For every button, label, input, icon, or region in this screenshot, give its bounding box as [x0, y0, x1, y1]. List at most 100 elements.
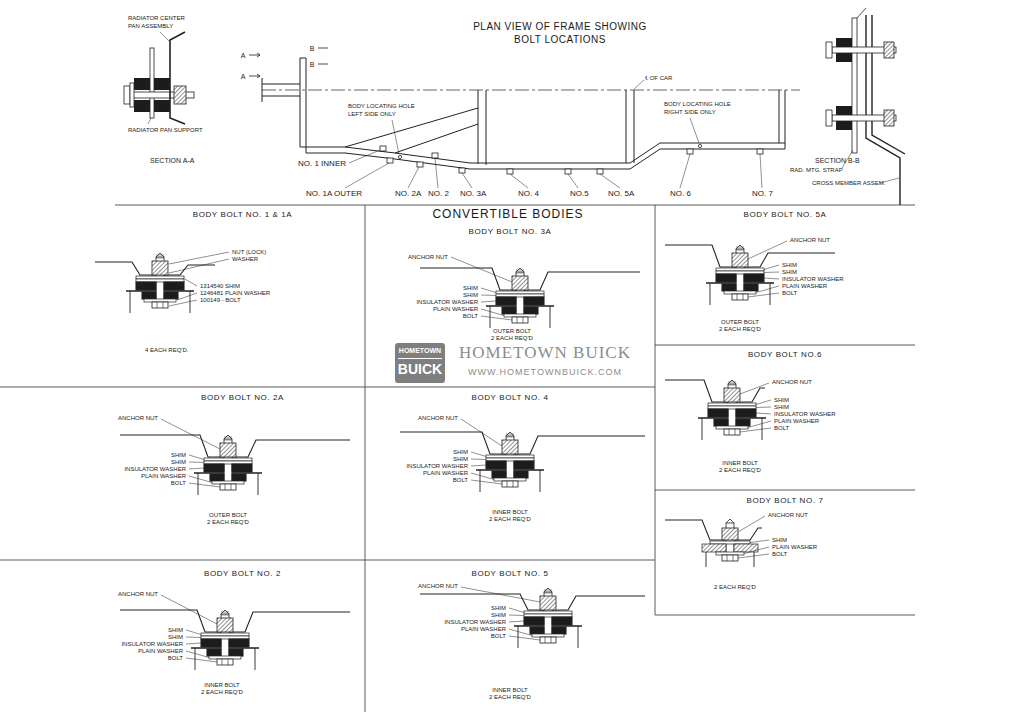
- part-label: INNER BOLT: [492, 686, 528, 694]
- frame-plan: [306, 58, 785, 169]
- frame-plan: [698, 144, 701, 147]
- bolt-sections: [120, 610, 350, 632]
- frame-plan: [417, 162, 423, 167]
- part-label: WASHER: [232, 255, 258, 263]
- section-b-b: [826, 8, 905, 205]
- section-a-a: [150, 48, 154, 118]
- bolt-sections: [748, 265, 779, 297]
- part-label: RADIATOR CENTER PAN ASSEMBLY: [128, 14, 192, 30]
- part-label: OUTER BOLT: [721, 318, 759, 326]
- section-b-b: [842, 150, 899, 183]
- part-label: INSULATOR WASHER: [406, 462, 468, 470]
- section-a-a: [130, 83, 134, 107]
- bolt-sections: [471, 452, 502, 484]
- section-a-a: [154, 78, 170, 90]
- section-label: B: [310, 60, 315, 69]
- panel-heading: BODY BOLT NO. 2A: [120, 393, 365, 403]
- bolt-sections: [514, 588, 582, 648]
- frame-plan: [398, 155, 401, 158]
- diagram-title: PLAN VIEW OF FRAME SHOWING BOLT LOCATION…: [465, 20, 655, 46]
- bolt-sections: [665, 520, 762, 540]
- group-heading: CONVERTIBLE BODIES: [432, 207, 583, 221]
- bolt-sections: [126, 253, 194, 313]
- part-label: SHIM: [774, 396, 789, 404]
- frame-plan: [507, 169, 513, 174]
- bolt-sections: [451, 257, 512, 282]
- bolt-location-label: NO. 7: [752, 189, 773, 199]
- bolt-sections: [481, 288, 512, 320]
- bolt-sections: [420, 594, 645, 610]
- watermark-text: HOMETOWN: [399, 347, 441, 355]
- section-a-a: [148, 32, 170, 124]
- section-b-b: [836, 53, 852, 62]
- frame-plan: [459, 168, 465, 173]
- frame-plan: [779, 90, 785, 149]
- part-label: BOLT: [453, 476, 468, 484]
- bolt-sections: [476, 432, 544, 492]
- part-label: 2 EACH REQ'D: [489, 515, 531, 523]
- panel-grid: [0, 205, 915, 712]
- part-label: 2 EACH REQ'D: [491, 334, 533, 342]
- panel-heading: BODY BOLT NO. 5A: [655, 210, 915, 220]
- part-label: PLAIN WASHER: [138, 647, 183, 655]
- bolt-sections: [509, 608, 540, 640]
- bolt-sections: [748, 241, 787, 259]
- bolt-sections: [420, 268, 640, 290]
- part-label: ANCHOR NUT: [768, 511, 808, 519]
- panel-heading: BODY BOLT NO. 7: [655, 496, 915, 506]
- part-label: 2 EACH REQ'D: [714, 583, 756, 591]
- section-b-b: [836, 121, 852, 130]
- part-label: SHIM: [171, 451, 186, 459]
- bolt-sections: [665, 245, 835, 267]
- section-b-b: [857, 8, 866, 18]
- bolt-location-label: NO. 2: [428, 189, 449, 199]
- section-b-b: [884, 110, 894, 126]
- frame-plan: [432, 153, 438, 158]
- part-label: BODY LOCATING HOLE RIGHT SIDE ONLY: [664, 100, 736, 116]
- part-label: SHIM: [782, 268, 797, 276]
- section-a-a: [134, 78, 150, 90]
- part-label: 2 EACH REQ'D: [201, 688, 243, 696]
- part-label: SHIM: [171, 458, 186, 466]
- bolt-sections: [665, 380, 765, 402]
- part-label: PLAIN WASHER: [782, 282, 827, 290]
- watermark-logo: [398, 358, 442, 359]
- bolt-sections: [461, 419, 502, 446]
- part-label: CROSS MEMBER ASSEM.: [812, 179, 885, 187]
- section-label: SECTION A-A: [150, 156, 194, 165]
- part-label: PLAIN WASHER: [141, 472, 186, 480]
- bolt-sections: [706, 245, 774, 305]
- frame-plan: [345, 80, 762, 188]
- part-label: BOLT: [168, 654, 183, 662]
- part-label: PLAIN WASHER: [423, 469, 468, 477]
- part-label: SHIM: [491, 611, 506, 619]
- section-label: SECTION B-B: [815, 156, 860, 165]
- watermark-text: HOMETOWN BUICK: [459, 343, 631, 363]
- bolt-sections: [738, 540, 769, 558]
- section-b-b: [836, 106, 852, 115]
- part-label: 4 EACH REQ'D.: [145, 346, 189, 354]
- part-label: INSULATOR WASHER: [782, 275, 844, 283]
- section-b-b: [866, 15, 905, 205]
- part-label: 2 EACH REQ'D: [489, 693, 531, 701]
- bolt-panel: BODY BOLT NO. 4: [365, 387, 655, 560]
- section-label: A: [241, 51, 246, 60]
- part-label: INNER BOLT: [204, 681, 240, 689]
- frame-plan: [757, 149, 763, 154]
- part-label: SHIM: [168, 633, 183, 641]
- bolt-location-label: NO. 2A: [395, 189, 421, 199]
- part-label: BODY LOCATING HOLE LEFT SIDE ONLY: [348, 102, 420, 118]
- section-label: A: [241, 72, 246, 81]
- bolt-sections: [461, 587, 540, 602]
- part-label: 2 EACH REQ'D: [719, 466, 761, 474]
- watermark-text: WWW.HOMETOWNBUICK.COM: [468, 367, 622, 378]
- frame-plan: [262, 58, 306, 102]
- part-label: ANCHOR NUT: [772, 378, 812, 386]
- part-label: NUT (LOCK): [232, 248, 266, 256]
- section-b-b: [826, 42, 832, 58]
- part-label: PLAIN WASHER: [774, 417, 819, 425]
- watermark-logo: [395, 343, 445, 383]
- section-a-a: [134, 100, 150, 112]
- section-a-a: [154, 100, 170, 112]
